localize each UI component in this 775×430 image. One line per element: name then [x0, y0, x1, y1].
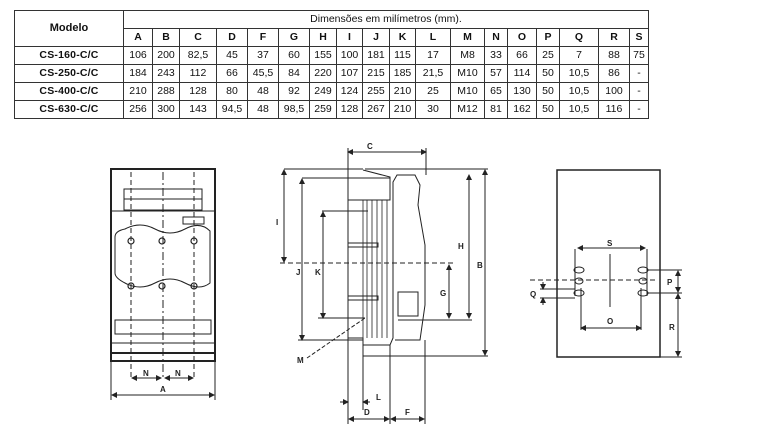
value-cell-k: 115 — [389, 46, 416, 65]
value-cell-l: 30 — [415, 100, 451, 119]
value-cell-o: 130 — [507, 82, 537, 101]
value-cell-a: 106 — [123, 46, 153, 65]
value-cell-c: 128 — [179, 82, 217, 101]
value-cell-j: 267 — [362, 100, 390, 119]
value-cell-d: 94,5 — [216, 100, 248, 119]
side-indicator-box — [397, 291, 419, 317]
value-cell-h: 259 — [309, 100, 337, 119]
value-cell-s: - — [629, 100, 649, 119]
label-p: P — [667, 278, 673, 287]
value-cell-c: 143 — [179, 100, 217, 119]
value-cell-h: 220 — [309, 64, 337, 83]
value-cell-b: 200 — [152, 46, 180, 65]
label-o: O — [607, 317, 613, 326]
label-m: M — [297, 356, 304, 365]
table-title: Dimensões em milímetros (mm). — [123, 10, 649, 29]
model-cell: CS-630-C/C — [14, 100, 124, 119]
label-g: G — [440, 289, 446, 298]
side-housing — [347, 169, 426, 346]
mounting-plate — [556, 169, 661, 358]
label-f: F — [405, 408, 410, 417]
front-bottom-window — [114, 319, 212, 335]
value-cell-i: 107 — [336, 64, 363, 83]
label-n-left: N — [143, 369, 149, 378]
value-cell-n: 81 — [484, 100, 508, 119]
label-a: A — [160, 385, 166, 394]
value-cell-q: 10,5 — [559, 64, 599, 83]
value-cell-f: 48 — [247, 100, 279, 119]
label-j: J — [296, 268, 300, 277]
value-cell-c: 82,5 — [179, 46, 217, 65]
value-cell-k: 210 — [389, 100, 416, 119]
label-n-right: N — [175, 369, 181, 378]
label-d: D — [364, 408, 370, 417]
label-i: I — [276, 218, 278, 227]
label-s: S — [607, 239, 613, 248]
label-c: C — [367, 142, 373, 151]
side-view-drawing — [280, 148, 488, 424]
value-cell-r: 116 — [598, 100, 630, 119]
value-cell-o: 162 — [507, 100, 537, 119]
side-upper-contact — [347, 242, 379, 248]
front-view-drawing — [110, 168, 216, 400]
mounting-view-drawing — [530, 169, 682, 358]
model-column-header: Modelo — [14, 10, 124, 47]
value-cell-b: 288 — [152, 82, 180, 101]
value-cell-m: M8 — [450, 46, 485, 65]
mounting-hole-icons — [573, 266, 649, 297]
label-q: Q — [530, 290, 536, 299]
value-cell-q: 10,5 — [559, 82, 599, 101]
label-b: B — [477, 261, 483, 270]
value-cell-a: 210 — [123, 82, 153, 101]
label-k: K — [315, 268, 321, 277]
value-cell-m: M12 — [450, 100, 485, 119]
value-cell-m: M10 — [450, 64, 485, 83]
label-l: L — [376, 393, 381, 402]
value-cell-m: M10 — [450, 82, 485, 101]
side-fins — [362, 200, 388, 338]
value-cell-s: - — [629, 64, 649, 83]
side-lower-contact — [347, 295, 379, 301]
value-cell-a: 256 — [123, 100, 153, 119]
value-cell-g: 98,5 — [278, 100, 310, 119]
front-fuse-outline — [114, 224, 211, 288]
label-h: H — [458, 242, 464, 251]
label-r: R — [669, 323, 675, 332]
value-cell-b: 243 — [152, 64, 180, 83]
